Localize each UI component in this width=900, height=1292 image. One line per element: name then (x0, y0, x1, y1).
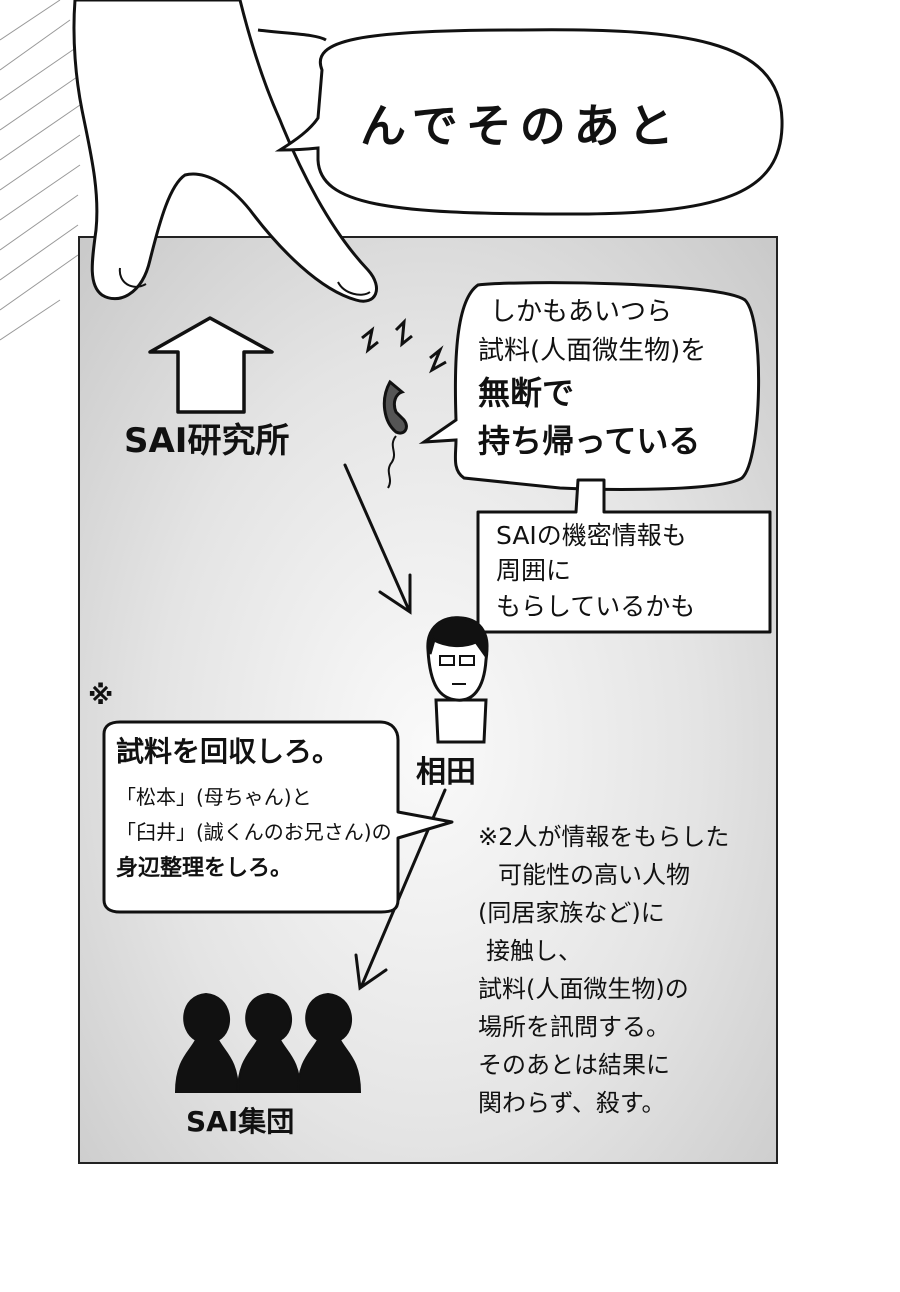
secret-box (476, 478, 772, 634)
note-text: ※2人が情報をもらした 可能性の高い人物 (同居家族など)に 接触し、 試料(人… (478, 822, 729, 1118)
pointing-hand-icon (72, 0, 378, 303)
hatching-shadow (0, 0, 81, 341)
note-line: 可能性の高い人物 (498, 861, 690, 889)
order-line: 身辺整理をしろ。 (116, 856, 293, 881)
phone-bubble-text: しかもあいつら 試料(人面微生物)を 無断で 持ち帰っている (478, 296, 706, 461)
order-asterisk: ※ (88, 681, 114, 711)
phone-line: しかもあいつら (490, 297, 673, 327)
order-line: 「松本」(母ちゃん)と (116, 785, 312, 809)
caption-text: んでそのあと (360, 99, 682, 153)
aida-label: 相田 (416, 755, 476, 790)
phone-speech-bubble (418, 281, 761, 491)
note-line: (同居家族など)に (478, 899, 665, 927)
lab-building-icon (148, 316, 274, 414)
note-line: 接触し、 (486, 937, 582, 965)
phone-ringing-icon (361, 318, 447, 489)
note-line: 場所を訊問する。 (478, 1013, 670, 1041)
caption-bubble (274, 28, 784, 216)
aida-person-icon (426, 616, 489, 744)
phone-line: 無断で (478, 374, 575, 412)
secret-line: SAIの機密情報も (496, 521, 687, 550)
note-line: 関わらず、殺す。 (478, 1089, 666, 1117)
order-line: 「臼井」(誠くんのお兄さん)の (116, 820, 392, 844)
group-label: SAI集団 (186, 1105, 295, 1138)
phone-line: 持ち帰っている (478, 422, 701, 460)
order-box (102, 720, 454, 914)
lab-label: SAI研究所 (124, 421, 290, 461)
order-box-text: 試料を回収しろ。 「松本」(母ちゃん)と 「臼井」(誠くんのお兄さん)の 身辺整… (116, 734, 392, 883)
order-line: 試料を回収しろ。 (116, 735, 341, 768)
secret-line: 周囲に (496, 556, 572, 586)
note-line: そのあとは結果に (478, 1051, 670, 1079)
secret-box-text: SAIの機密情報も 周囲に もらしているかも (496, 520, 695, 622)
sai-group-silhouettes (174, 992, 362, 1093)
phone-line: 試料(人面微生物)を (478, 335, 707, 366)
secret-line: もらしているかも (496, 591, 696, 621)
note-line: ※2人が情報をもらした (478, 823, 730, 851)
note-line: 試料(人面微生物)の (478, 975, 689, 1003)
